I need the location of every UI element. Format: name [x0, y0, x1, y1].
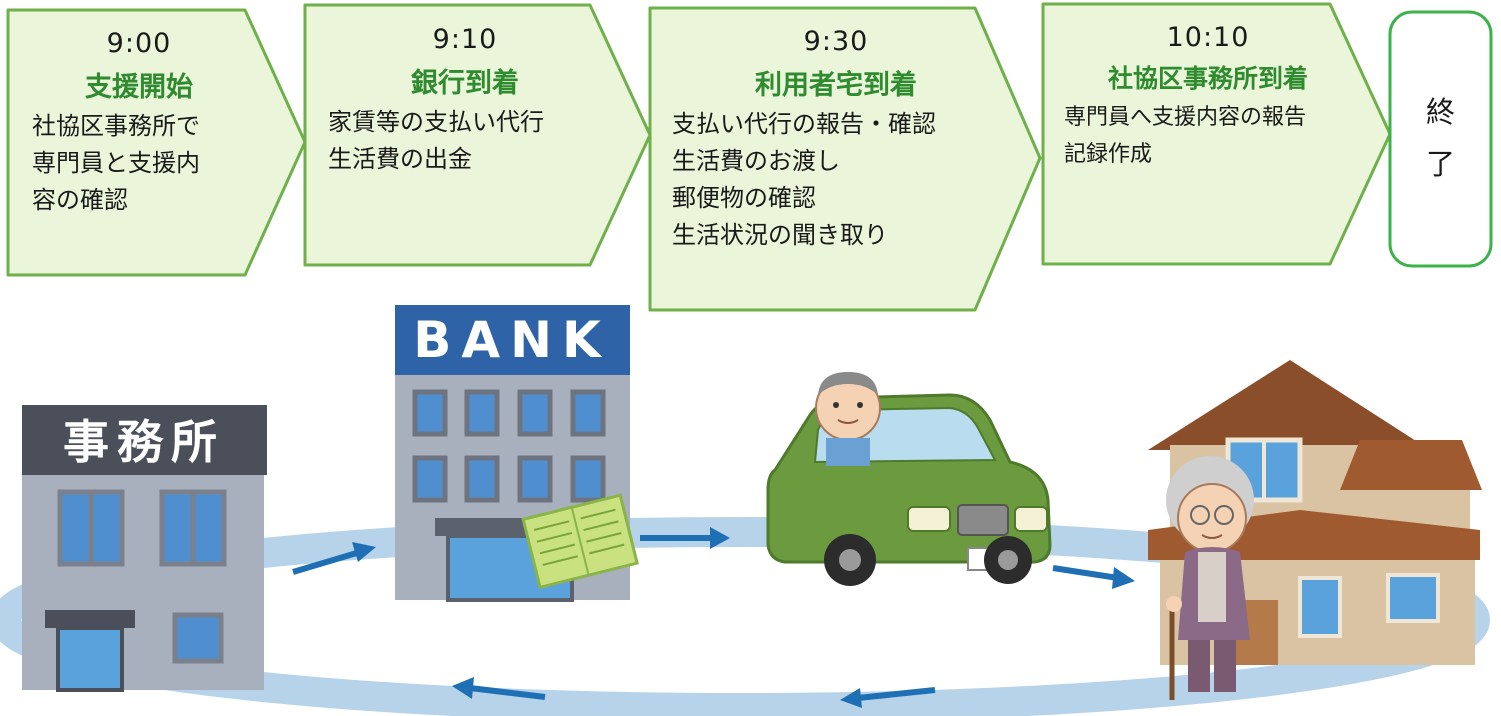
arrow-bank-to-car — [640, 527, 730, 549]
end-char: 終 — [1425, 95, 1455, 129]
step-4-title: 社協区事務所到着 — [1107, 64, 1308, 93]
step-3-title: 利用者宅到着 — [755, 70, 917, 101]
arrow-back-to-office — [452, 677, 546, 700]
step-2-time: 9:10 — [432, 24, 498, 55]
step-shape-4 — [1041, 2, 1392, 266]
arrow-house-to-car — [840, 687, 936, 708]
step-1-time: 9:00 — [106, 28, 172, 59]
office-sign-text: 事務所 — [63, 415, 225, 469]
bank-building: BANK — [395, 305, 639, 602]
step-1-line: 専門員と支援内 — [32, 149, 200, 177]
passbook-icon — [521, 493, 639, 590]
step-2-line: 家賃等の支払い代行 — [328, 108, 544, 136]
office-building: 事務所 — [22, 405, 267, 692]
end-label: 終 了 — [1390, 86, 1491, 190]
step-3-time: 9:30 — [803, 26, 869, 57]
step-shape-2 — [303, 3, 652, 267]
step-1: 9:00 支援開始 社協区事務所で 専門員と支援内 容の確認 — [14, 28, 264, 219]
step-3-line: 支払い代行の報告・確認 — [672, 110, 936, 138]
step-2-title: 銀行到着 — [411, 68, 519, 99]
step-2-line: 生活費の出金 — [328, 145, 472, 173]
step-4-line: 記録作成 — [1064, 142, 1153, 167]
step-shape-3 — [648, 6, 1042, 312]
step-4-line: 専門員へ支援内容の報告 — [1064, 105, 1307, 130]
step-4-time: 10:10 — [1166, 22, 1250, 53]
step-shape-1 — [6, 8, 307, 277]
bank-sign-text: BANK — [413, 311, 610, 369]
step-3: 9:30 利用者宅到着 支払い代行の報告・確認 生活費のお渡し 郵便物の確認 生… — [656, 26, 1016, 254]
step-2: 9:10 銀行到着 家賃等の支払い代行 生活費の出金 — [310, 24, 620, 178]
step-1-title: 支援開始 — [85, 72, 193, 103]
step-shapes — [6, 2, 1392, 312]
car-with-driver — [766, 372, 1052, 586]
step-3-line: 生活費のお渡し — [672, 147, 840, 175]
step-4: 10:10 社協区事務所到着 専門員へ支援内容の報告 記録作成 — [1048, 22, 1368, 173]
elderly-woman — [1166, 456, 1254, 700]
flow-arrows — [292, 527, 1135, 708]
step-3-line: 生活状況の聞き取り — [672, 221, 888, 249]
step-1-line: 容の確認 — [32, 186, 128, 214]
arrow-office-to-bank — [292, 542, 376, 575]
step-1-line: 社協区事務所で — [32, 112, 200, 140]
step-3-line: 郵便物の確認 — [672, 184, 816, 212]
arrow-car-to-house — [1052, 565, 1135, 589]
end-box — [1388, 10, 1493, 268]
end-char: 了 — [1425, 147, 1455, 181]
